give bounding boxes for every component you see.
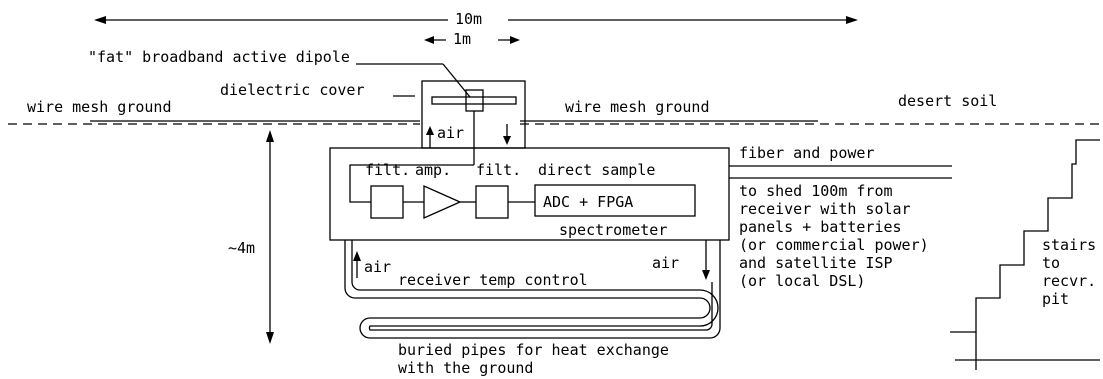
direct-sample-label: direct sample: [538, 161, 655, 179]
pipes-line-1: buried pipes for heat exchange: [398, 341, 669, 359]
depth-arrow-up-icon: [266, 130, 274, 142]
amp-label: amp.: [415, 161, 451, 179]
stairs-line-3: recvr.: [1042, 272, 1096, 290]
adc-fpga-label: ADC + FPGA: [543, 193, 633, 211]
dipole-label: "fat" broadband active dipole: [88, 48, 350, 66]
shed-line-4: (or commercial power): [739, 236, 929, 254]
dim-10m-arrow-left-icon: [94, 16, 106, 24]
adc-fpga-block: [534, 184, 696, 217]
stairs-line-1: stairs: [1042, 236, 1096, 254]
receiver-enclosure: [329, 147, 730, 241]
stairs-outline: [950, 139, 1100, 333]
depth-arrow-down-icon: [266, 332, 274, 344]
shed-line-1: to shed 100m from: [739, 182, 893, 200]
shed-line-5: and satellite ISP: [739, 254, 893, 272]
dipole-feed-box: [465, 89, 484, 112]
dim-10m-arrow-right-icon: [846, 16, 858, 24]
depth-label: ~4m: [228, 239, 255, 257]
stairs-line-4: pit: [1042, 290, 1069, 308]
air-up-arrow-icon: [426, 126, 434, 135]
air-right-down-arrow-icon: [702, 270, 710, 280]
air-down-arrow-icon: [503, 136, 511, 145]
filt1-label: filt.: [365, 161, 410, 179]
dim-1m-arrow-right-icon: [510, 36, 520, 44]
air-left-up-arrow-icon: [353, 251, 361, 261]
pipes-line-2: with the ground: [398, 359, 533, 377]
desert-soil-label: desert soil: [898, 92, 997, 110]
feed-cable-route: [349, 164, 474, 203]
shed-line-2: receiver with solar: [739, 200, 911, 218]
temp-control-label: receiver temp control: [398, 271, 588, 289]
spectrometer-label: spectrometer: [559, 221, 667, 239]
buried-pipe-outer: [344, 240, 721, 339]
stairs-line-2: to: [1042, 254, 1060, 272]
dim-1m-label: 1m: [453, 30, 471, 48]
buried-pipe-inner: [351, 240, 719, 331]
dipole-element: [431, 96, 517, 105]
amplifier-triangle-icon: [423, 184, 462, 220]
filter-2-block: [475, 185, 509, 219]
shed-line-3: panels + batteries: [739, 218, 902, 236]
shed-line-6: (or local DSL): [739, 272, 865, 290]
dim-1m-arrow-left-icon: [424, 36, 434, 44]
dielectric-cover-label: dielectric cover: [220, 81, 365, 99]
air-top-label: air: [437, 124, 464, 142]
dim-10m-label: 10m: [455, 10, 482, 28]
filt2-label: filt.: [476, 161, 521, 179]
filter-1-block: [370, 185, 404, 219]
wire-mesh-ground-right-label: wire mesh ground: [565, 98, 710, 116]
fiber-power-label: fiber and power: [739, 144, 874, 162]
air-left-label: air: [364, 258, 391, 276]
air-right-label: air: [652, 254, 679, 272]
wire-mesh-ground-left-label: wire mesh ground: [27, 98, 172, 116]
